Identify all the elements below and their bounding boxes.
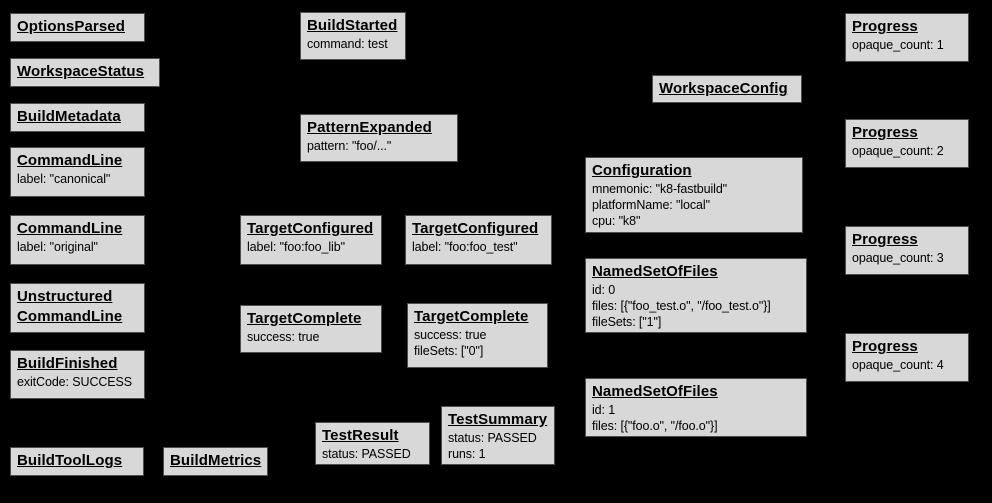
event-node-buildstarted: BuildStarted command: test xyxy=(300,12,406,60)
node-field: fileSets: ["1"] xyxy=(592,315,662,329)
node-field: status: PASSED xyxy=(322,447,411,461)
node-field: id: 1 xyxy=(592,403,616,417)
node-title: TargetComplete xyxy=(414,308,529,325)
event-node-targetcomplete: TargetComplete success: true xyxy=(240,305,382,353)
node-title: Progress xyxy=(852,18,918,35)
node-field: label: "original" xyxy=(17,240,98,254)
event-node-commandline: CommandLine label: "canonical" xyxy=(10,147,145,197)
node-field: files: [{"foo_test.o", "/foo_test.o"}] xyxy=(592,299,771,313)
event-node-workspaceconfig: WorkspaceConfig xyxy=(652,75,802,103)
event-node-commandline: CommandLine label: "original" xyxy=(10,215,145,265)
node-field: opaque_count: 1 xyxy=(852,38,944,52)
node-title: NamedSetOfFiles xyxy=(592,263,718,280)
node-field: opaque_count: 3 xyxy=(852,251,944,265)
node-field: mnemonic: "k8-fastbuild" xyxy=(592,182,728,196)
node-title: Progress xyxy=(852,124,918,141)
event-node-targetconfigured: TargetConfigured label: "foo:foo_lib" xyxy=(240,215,382,265)
node-field: label: "canonical" xyxy=(17,172,111,186)
event-node-buildfinished: BuildFinished exitCode: SUCCESS xyxy=(10,350,145,399)
node-title: BuildMetadata xyxy=(17,108,121,125)
event-node-unstructured-commandline: Unstructured CommandLine xyxy=(10,283,145,333)
node-field: files: [{"foo.o", "/foo.o"}] xyxy=(592,419,718,433)
node-title: Progress xyxy=(852,231,918,248)
node-field: exitCode: SUCCESS xyxy=(17,375,133,389)
node-title: CommandLine xyxy=(17,152,123,169)
event-node-targetconfigured: TargetConfigured label: "foo:foo_test" xyxy=(405,215,552,265)
node-title: Unstructured CommandLine xyxy=(17,288,123,325)
event-node-workspacestatus: WorkspaceStatus xyxy=(10,58,160,87)
node-title: BuildToolLogs xyxy=(17,452,123,469)
node-title: Configuration xyxy=(592,162,692,179)
node-field: command: test xyxy=(307,37,388,51)
node-title: TargetConfigured xyxy=(412,220,539,237)
event-node-configuration: Configuration mnemonic: "k8-fastbuild" pla… xyxy=(585,157,803,233)
node-field: pattern: "foo/..." xyxy=(307,139,392,153)
node-field: opaque_count: 2 xyxy=(852,144,944,158)
event-node-progress: Progress opaque_count: 3 xyxy=(845,226,969,275)
event-node-optionsparsed: OptionsParsed xyxy=(10,13,145,42)
node-field: success: true xyxy=(414,328,487,342)
event-node-patternexpanded: PatternExpanded pattern: "foo/..." xyxy=(300,114,458,162)
node-title: NamedSetOfFiles xyxy=(592,383,718,400)
event-node-buildtoollogs: BuildToolLogs xyxy=(10,447,144,476)
node-field: success: true xyxy=(247,330,320,344)
node-title: Progress xyxy=(852,338,918,355)
node-title: PatternExpanded xyxy=(307,119,432,136)
node-field: id: 0 xyxy=(592,283,616,297)
node-field: status: PASSED xyxy=(448,431,537,445)
event-node-namedsetoffiles: NamedSetOfFiles id: 0 files: [{"foo_test.o… xyxy=(585,258,807,333)
node-title: BuildMetrics xyxy=(170,452,262,469)
node-title: WorkspaceStatus xyxy=(17,63,145,80)
node-field: opaque_count: 4 xyxy=(852,358,944,372)
event-node-progress: Progress opaque_count: 2 xyxy=(845,119,969,168)
node-field: runs: 1 xyxy=(448,447,486,461)
node-title: TestResult xyxy=(322,427,399,444)
node-field: cpu: "k8" xyxy=(592,214,641,228)
node-title: TargetConfigured xyxy=(247,220,374,237)
node-title: OptionsParsed xyxy=(17,18,125,35)
node-title: TargetComplete xyxy=(247,310,362,327)
event-node-progress: Progress opaque_count: 1 xyxy=(845,13,969,62)
event-node-buildmetrics: BuildMetrics xyxy=(163,447,268,476)
event-node-targetcomplete: TargetComplete success: true fileSets: ["0… xyxy=(407,303,548,368)
event-node-testresult: TestResult status: PASSED xyxy=(315,422,430,465)
node-field: label: "foo:foo_test" xyxy=(412,240,518,254)
event-node-progress: Progress opaque_count: 4 xyxy=(845,333,969,382)
node-title: BuildFinished xyxy=(17,355,118,372)
node-title: BuildStarted xyxy=(307,17,398,34)
node-title: WorkspaceConfig xyxy=(659,80,788,97)
node-field: platformName: "local" xyxy=(592,198,710,212)
event-node-namedsetoffiles: NamedSetOfFiles id: 1 files: [{"foo.o", "/… xyxy=(585,378,807,437)
node-field: fileSets: ["0"] xyxy=(414,344,484,358)
node-field: label: "foo:foo_lib" xyxy=(247,240,345,254)
node-title: TestSummary xyxy=(448,411,548,428)
event-node-buildmetadata: BuildMetadata xyxy=(10,103,145,132)
node-title: CommandLine xyxy=(17,220,123,237)
event-node-testsummary: TestSummary status: PASSED runs: 1 xyxy=(441,406,555,465)
